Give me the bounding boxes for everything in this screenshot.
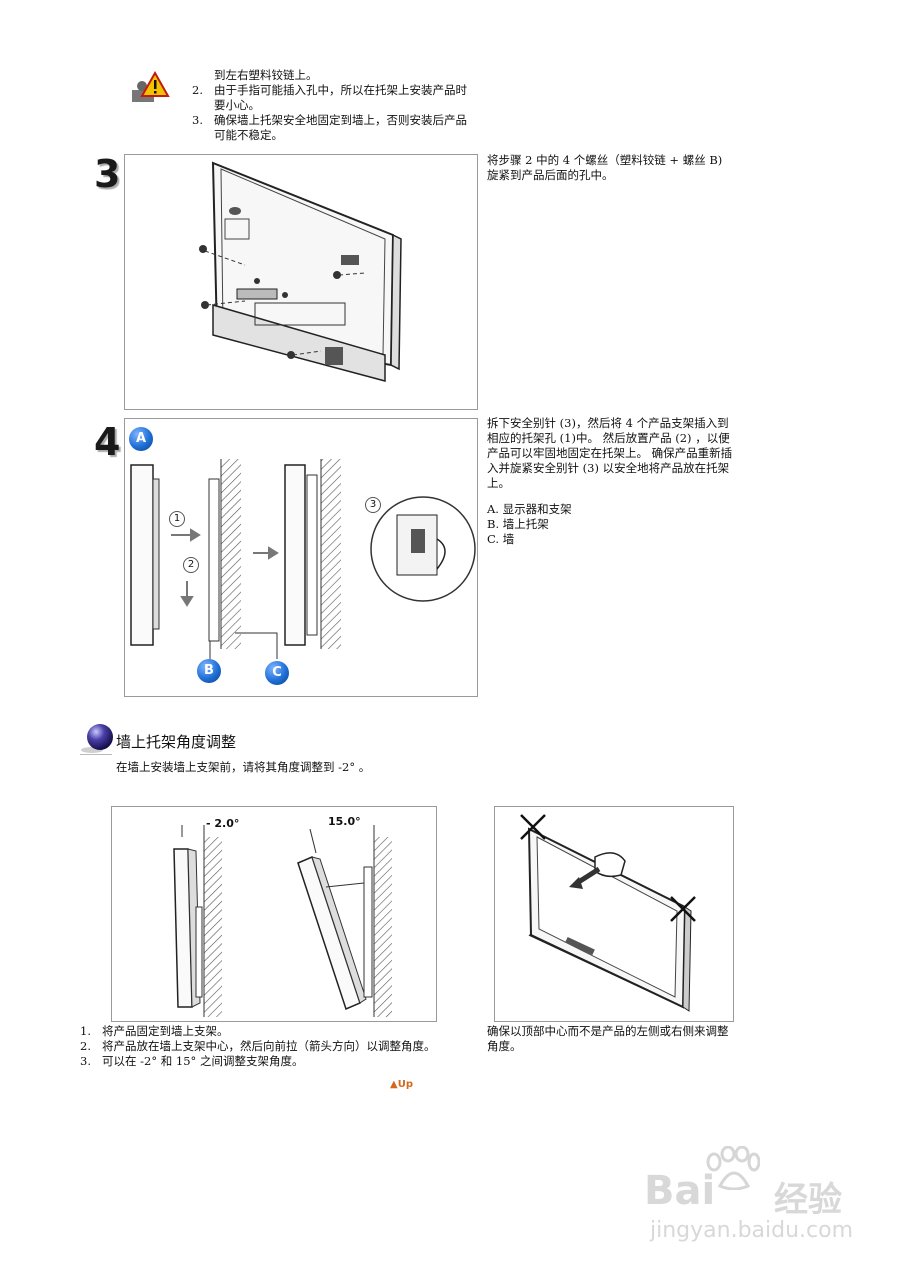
callout-3: 3 — [365, 497, 381, 513]
up-link-label: Up — [397, 1079, 413, 1090]
watermark-brand-left: Bai — [644, 1168, 716, 1214]
legend-item-b: B. 墙上托架 — [487, 517, 549, 531]
note-continuation: 到左右塑料铰链上。 — [214, 68, 318, 82]
angle-figure: - 2.0° 15.0° — [111, 806, 437, 1022]
sphere-icon — [80, 720, 114, 754]
step4-legend: A. 显示器和支架 B. 墙上托架 C. 墙 — [487, 502, 727, 547]
top-notes: 到左右塑料铰链上。 2.由于手指可能插入孔中，所以在托架上安装产品时要小心。 3… — [192, 68, 477, 143]
watermark: Bai 经验 jingyan.baidu.com — [644, 1145, 874, 1246]
section-intro: 在墙上安装墙上支架前，请将其角度调整到 -2° 。 — [116, 760, 371, 774]
list-item: 2.由于手指可能插入孔中，所以在托架上安装产品时要小心。 — [192, 83, 467, 112]
step3-figure — [124, 154, 478, 410]
paw-icon — [704, 1145, 761, 1194]
step4-figure: 1 2 3 A B C — [124, 418, 478, 697]
step-number-3: 3 — [94, 152, 121, 196]
list-item: 1.将产品固定到墙上支架。 — [80, 1024, 229, 1038]
legend-item-a: A. 显示器和支架 — [487, 502, 572, 516]
list-item: 2.将产品放在墙上支架中心，然后向前拉（箭头方向）以调整角度。 — [80, 1039, 436, 1053]
badge-a: A — [129, 427, 153, 451]
callout-2: 2 — [183, 557, 199, 573]
legend-item-c: C. 墙 — [487, 532, 515, 546]
watermark-url: jingyan.baidu.com — [650, 1218, 854, 1243]
step4-text: 拆下安全别针 (3)，然后将 4 个产品支架插入到相应的托架孔 (1)中。 然后… — [487, 416, 733, 490]
badge-c: C — [265, 661, 289, 685]
badge-b: B — [197, 659, 221, 683]
watermark-brand-right: 经验 — [774, 1180, 842, 1220]
triangle-up-icon: ▲ — [390, 1079, 398, 1090]
up-link[interactable]: ▲Up — [390, 1079, 413, 1090]
warning-icon — [128, 70, 170, 106]
callout-1: 1 — [169, 511, 185, 527]
step-number-4: 4 — [94, 420, 121, 464]
section-title: 墙上托架角度调整 — [116, 733, 237, 751]
section-divider — [80, 754, 112, 755]
adjust-steps: 1.将产品固定到墙上支架。 2.将产品放在墙上支架中心，然后向前拉（箭头方向）以… — [80, 1024, 480, 1069]
pull-note: 确保以顶部中心而不是产品的左侧或右侧来调整角度。 — [487, 1024, 729, 1053]
list-item: 3.可以在 -2° 和 15° 之间调整支架角度。 — [80, 1054, 304, 1068]
pull-figure — [494, 806, 734, 1022]
step3-text: 将步骤 2 中的 4 个螺丝（塑料铰链 + 螺丝 B)旋紧到产品后面的孔中。 — [487, 153, 723, 182]
list-item: 3.确保墙上托架安全地固定到墙上，否则安装后产品可能不稳定。 — [192, 113, 467, 142]
angle-label-left: - 2.0° — [206, 817, 240, 830]
angle-label-right: 15.0° — [328, 815, 361, 828]
